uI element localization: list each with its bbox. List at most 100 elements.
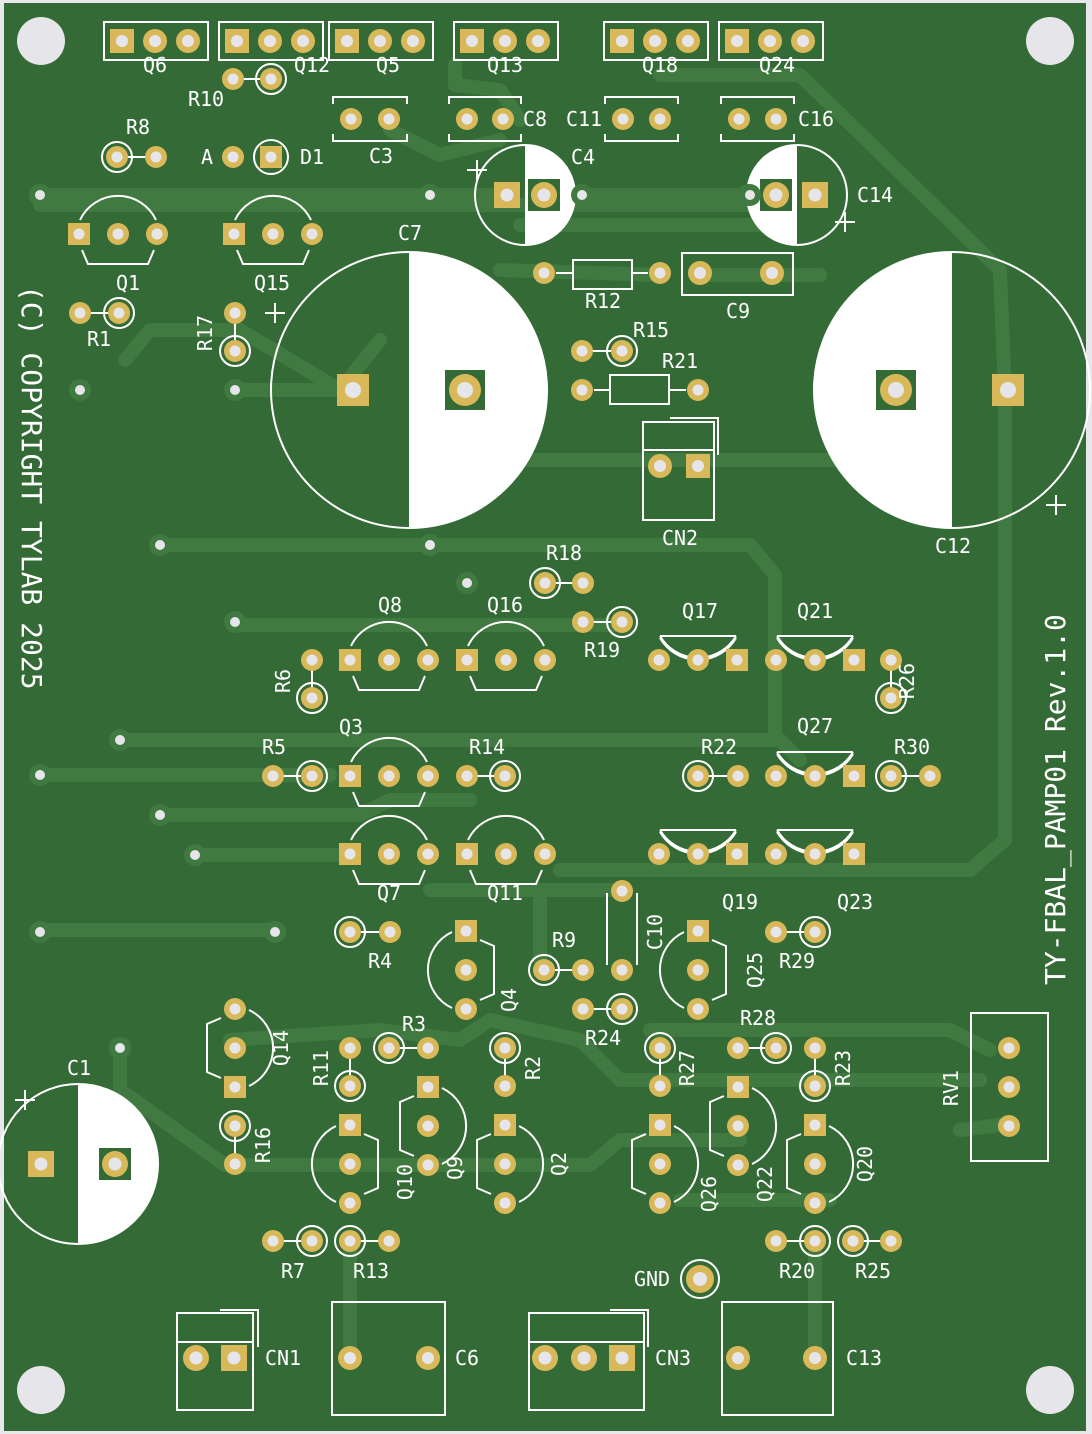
via <box>75 385 85 395</box>
resistor-pad <box>417 1037 439 1059</box>
refdes-q22: Q22 <box>753 1166 777 1202</box>
transistor-pad <box>224 1037 246 1059</box>
refdes-c4: C4 <box>571 145 595 169</box>
transistor-pad <box>68 223 90 245</box>
transistor-pad <box>494 1114 516 1136</box>
capacitor-pad <box>340 108 362 130</box>
pad <box>803 1346 827 1370</box>
refdes-q5: Q5 <box>376 53 400 77</box>
capacitor-pad <box>102 1151 128 1177</box>
power-transistor-pad <box>225 29 249 53</box>
resistor-pad <box>222 68 244 90</box>
transistor-pad <box>765 649 787 671</box>
refdes-r21: R21 <box>662 349 698 373</box>
power-transistor-pad <box>643 29 667 53</box>
transistor-pad <box>649 1192 671 1214</box>
refdes-q13: Q13 <box>487 53 523 77</box>
power-transistor-pad <box>368 29 392 53</box>
refdes-cn3: CN3 <box>655 1346 691 1370</box>
refdes-rv1: RV1 <box>939 1070 963 1106</box>
resistor-pad <box>339 1075 361 1097</box>
resistor-pad <box>804 1037 826 1059</box>
resistor-pad <box>301 765 323 787</box>
transistor-pad <box>727 1154 749 1176</box>
transistor-pad <box>727 1115 749 1137</box>
transistor-pad <box>687 843 709 865</box>
transistor-pad <box>495 843 517 865</box>
transistor-pad <box>301 223 323 245</box>
resistor-pad <box>145 146 167 168</box>
resistor-pad <box>494 1075 516 1097</box>
transistor-pad <box>262 223 284 245</box>
pad <box>609 1345 635 1371</box>
resistor-pad <box>804 1075 826 1097</box>
refdes-r8: R8 <box>126 115 150 139</box>
capacitor-pad <box>492 108 514 130</box>
pad <box>571 1345 597 1371</box>
transistor-pad <box>339 1153 361 1175</box>
transistor-pad <box>687 998 709 1020</box>
via <box>425 540 435 550</box>
mounting-hole <box>17 1366 65 1414</box>
refdes-q17: Q17 <box>682 599 718 623</box>
resistor-pad <box>804 921 826 943</box>
via <box>115 735 125 745</box>
refdes-cn2: CN2 <box>662 526 698 550</box>
component-pads <box>28 29 1024 1371</box>
resistor-pad <box>533 959 555 981</box>
resistor-pad <box>534 572 556 594</box>
refdes-r11: R11 <box>309 1050 333 1086</box>
via <box>35 190 45 200</box>
transistor-pad <box>804 649 826 671</box>
transistor-pad <box>224 998 246 1020</box>
transistor-pad <box>687 649 709 671</box>
refdes-q19: Q19 <box>722 890 758 914</box>
transistor-pad <box>765 765 787 787</box>
resistor-pad <box>572 611 594 633</box>
resistor-pad <box>649 1075 671 1097</box>
transistor-pad <box>417 1115 439 1137</box>
resistor-pad <box>224 1153 246 1175</box>
refdes-q2: Q2 <box>547 1152 571 1176</box>
capacitor-pad <box>649 108 671 130</box>
transistor-pad <box>378 843 400 865</box>
via <box>115 1043 125 1053</box>
power-transistor-pad <box>258 29 282 53</box>
pad <box>260 146 282 168</box>
refdes-c11: C11 <box>566 107 602 131</box>
refdes-r28: R28 <box>740 1006 776 1030</box>
pad <box>221 1345 247 1371</box>
refdes-r25: R25 <box>855 1259 891 1283</box>
refdes-r27: R27 <box>675 1050 699 1086</box>
capacitor-pad <box>28 1151 54 1177</box>
pad <box>686 454 710 478</box>
resistor-pad <box>494 1037 516 1059</box>
transistor-pad <box>843 843 865 865</box>
refdes-r26: R26 <box>895 663 919 699</box>
capacitor-pad <box>802 182 828 208</box>
refdes-r12: R12 <box>585 289 621 313</box>
resistor-pad <box>108 302 130 324</box>
refdes-r16: R16 <box>251 1127 275 1163</box>
refdes-c3: C3 <box>369 144 393 168</box>
refdes-c7: C7 <box>398 221 422 245</box>
via <box>35 770 45 780</box>
via <box>745 190 755 200</box>
refdes-q25: Q25 <box>743 952 767 988</box>
refdes-r30: R30 <box>894 735 930 759</box>
capacitor-pad <box>378 108 400 130</box>
refdes-q8: Q8 <box>378 593 402 617</box>
power-transistor-pad <box>335 29 359 53</box>
transistor-pad <box>107 223 129 245</box>
pad <box>760 261 784 285</box>
refdes-q27: Q27 <box>797 714 833 738</box>
transistor-pad <box>765 843 787 865</box>
vias <box>29 184 761 1059</box>
pad <box>648 454 672 478</box>
trimmer-pad <box>998 1076 1020 1098</box>
pad <box>611 959 633 981</box>
transistor-pad <box>843 765 865 787</box>
transistor-pad <box>339 765 361 787</box>
power-transistor-pad <box>725 29 749 53</box>
refdes-r4: R4 <box>368 949 392 973</box>
